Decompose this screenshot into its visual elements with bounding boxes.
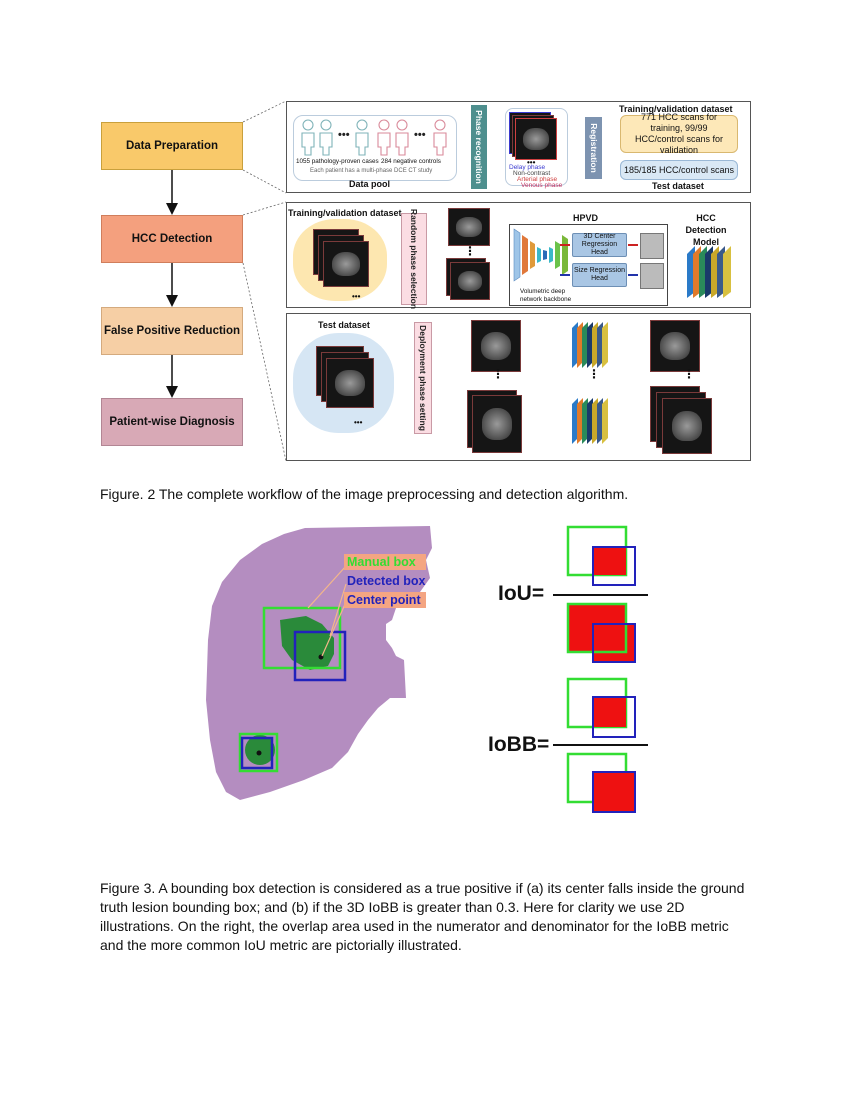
phase-venous: Venous phase bbox=[521, 182, 563, 189]
size-head-box: Size Regression Head bbox=[572, 263, 627, 287]
data-pool-label: Data pool bbox=[349, 179, 391, 189]
phase-arterial: Arterial phase bbox=[517, 176, 558, 183]
detection-model-icon bbox=[687, 246, 731, 298]
iou-num-overlap bbox=[593, 547, 626, 575]
center-point-label: Center point bbox=[344, 592, 426, 608]
detected-box-large bbox=[293, 630, 347, 682]
manual-box-small bbox=[238, 732, 279, 773]
lesion-small bbox=[245, 735, 275, 765]
study-note: Each patient has a multi-phase DCE CT st… bbox=[310, 168, 433, 174]
detect-vdots: ⋮ bbox=[464, 244, 476, 258]
model-title: HCC Detection Model bbox=[685, 213, 727, 247]
stage-data-preparation: Data Preparation bbox=[101, 122, 243, 170]
test-vdots-3: ⋮ bbox=[683, 367, 695, 381]
test-box: 185/185 HCC/control scans bbox=[620, 160, 738, 180]
iou-label: IoU= bbox=[498, 582, 545, 605]
test-title: Test dataset bbox=[652, 181, 704, 191]
detect-title: Training/validation dataset bbox=[288, 208, 402, 218]
iobb-num-overlap bbox=[593, 697, 626, 727]
iobb-den-detected bbox=[592, 771, 636, 813]
phase-ellipsis: ••• bbox=[527, 158, 536, 167]
phase-stack-box bbox=[505, 108, 568, 186]
negative-controls-icon bbox=[377, 119, 447, 156]
test-vdots-2: ⋮ bbox=[588, 367, 600, 381]
detected-box-small bbox=[240, 736, 274, 770]
model-icon-top bbox=[572, 322, 608, 368]
pathology-patients-icon bbox=[301, 119, 369, 156]
iobb-den-fill bbox=[593, 772, 635, 812]
head-arrows bbox=[560, 244, 638, 276]
patient-figures: ••• ••• bbox=[301, 119, 447, 156]
test-stack-ct-2 bbox=[472, 395, 522, 453]
data-pool-box bbox=[293, 115, 457, 181]
stage-patient-wise-diagnosis: Patient-wise Diagnosis bbox=[101, 398, 243, 446]
stage-false-positive-reduction: False Positive Reduction bbox=[101, 307, 243, 355]
ct-single-top bbox=[448, 208, 490, 246]
iou-den-detected bbox=[592, 623, 636, 663]
iou-den-manual bbox=[566, 602, 628, 654]
iou-diagram bbox=[553, 525, 648, 663]
iobb-label: IoBB= bbox=[488, 733, 550, 756]
center-head-box: 3D Center Regression Head bbox=[572, 233, 627, 257]
manual-box-label: Manual box bbox=[344, 554, 426, 570]
pathology-label: 1055 pathology-proven cases bbox=[296, 158, 379, 165]
iobb-num-detected bbox=[592, 696, 636, 738]
registration-bar: Registration bbox=[585, 117, 602, 179]
iou-num-detected bbox=[592, 546, 636, 586]
stage-hcc-detection: HCC Detection bbox=[101, 215, 243, 263]
size-output-thumb bbox=[640, 263, 664, 289]
svg-text:•••: ••• bbox=[414, 129, 426, 141]
trainval-box: 771 HCC scans for training, 99/99 HCC/co… bbox=[620, 112, 738, 155]
model-icon-bottom bbox=[572, 398, 608, 444]
detect-ellipsis: ••• bbox=[352, 292, 361, 301]
hpvd-title: HPVD bbox=[573, 213, 599, 223]
iou-den-union bbox=[568, 604, 635, 662]
phase-delay: Delay phase bbox=[509, 164, 546, 171]
trainval-title: Training/validation dataset bbox=[619, 104, 733, 114]
svg-text:•••: ••• bbox=[338, 129, 350, 141]
backbone-diagram bbox=[513, 228, 568, 282]
test-vdots-1: ⋮ bbox=[492, 367, 504, 381]
test-ellipsis: ••• bbox=[354, 418, 363, 427]
random-phase-bar: Random phase selection bbox=[401, 209, 427, 309]
ct-stack-3 bbox=[323, 241, 369, 287]
test-model-icons bbox=[572, 322, 608, 444]
test-panel-title: Test dataset bbox=[318, 320, 370, 330]
center-point-small bbox=[256, 750, 262, 756]
detected-box-label: Detected box bbox=[347, 574, 426, 588]
iobb-diagram bbox=[553, 677, 648, 813]
test-single-ct bbox=[471, 320, 521, 372]
center-output-thumb bbox=[640, 233, 664, 259]
ct-stack-b2 bbox=[450, 262, 490, 300]
manual-box-large bbox=[262, 606, 342, 670]
backbone-label: Volumetric deep network backbone bbox=[520, 288, 572, 303]
phase-recognition-bar: Phase recognition bbox=[471, 105, 487, 189]
phase-noncontrast: Non-contrast bbox=[513, 170, 551, 177]
result-stack-ct-3 bbox=[662, 398, 712, 454]
deployment-bar: Deployment phase setting bbox=[414, 322, 432, 434]
test-ct-3 bbox=[326, 358, 374, 408]
negative-label: 284 negative controls bbox=[381, 158, 441, 165]
figure-2-caption: Figure. 2 The complete workflow of the i… bbox=[100, 486, 629, 502]
figure-3-caption: Figure 3. A bounding box detection is co… bbox=[100, 880, 745, 953]
ct-scan-arterial bbox=[515, 118, 557, 160]
result-single-ct bbox=[650, 320, 700, 372]
